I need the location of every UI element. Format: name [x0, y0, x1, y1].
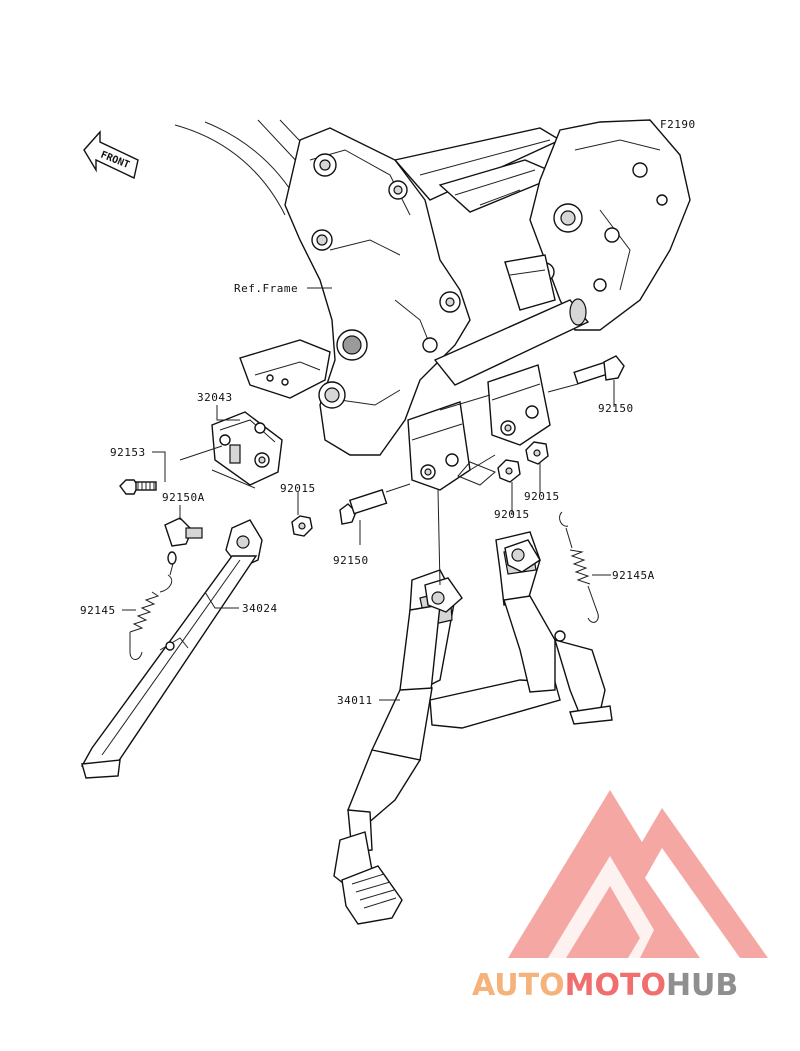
part-34011-centerstand [333, 489, 613, 925]
part-92145-spring-left [129, 551, 177, 660]
part-number-label: 92015 [280, 482, 316, 495]
front-arrow-icon: FRONT [83, 130, 139, 180]
part-92015-nuts-right [457, 441, 549, 486]
frame-drawing [174, 119, 691, 491]
part-92150-bolt-right [547, 355, 625, 393]
part-number-label: 92015 [524, 490, 560, 503]
part-92145A-spring-right [559, 511, 599, 623]
part-92015-nut-left [291, 515, 313, 537]
part-number-label: 92145A [612, 569, 655, 582]
svg-text:AUTOMOTOHUB: AUTOMOTOHUB [472, 968, 738, 1003]
part-34024-sidestand [81, 519, 263, 779]
part-number-label: 92153 [110, 446, 146, 459]
part-32043-bracket [179, 411, 283, 489]
part-number-label: 32043 [197, 391, 233, 404]
part-number-label: 92150 [598, 402, 634, 415]
part-number-label: 92015 [494, 508, 530, 521]
part-number-label: 34011 [337, 694, 373, 707]
figure-code: F2190 [660, 118, 696, 131]
watermark-text-auto: AUTO [472, 968, 565, 1003]
ref-frame-label: Ref.Frame [234, 282, 298, 295]
part-number-label: 92150A [162, 491, 205, 504]
part-number-label: 92150 [333, 554, 369, 567]
leader-lines [122, 287, 615, 701]
watermark-text-moto: MOTO [565, 968, 666, 1003]
automotohub-watermark: AUTOMOTOHUB [472, 790, 768, 1003]
watermark-logo-icon [508, 790, 768, 958]
part-92153-bolt [119, 479, 157, 495]
part-92150-bolt-center [339, 483, 411, 525]
watermark-text-hub: HUB [666, 968, 738, 1003]
part-number-label: 92145 [80, 604, 116, 617]
part-92150A-pivot [164, 517, 203, 547]
part-number-label: 34024 [242, 602, 278, 615]
